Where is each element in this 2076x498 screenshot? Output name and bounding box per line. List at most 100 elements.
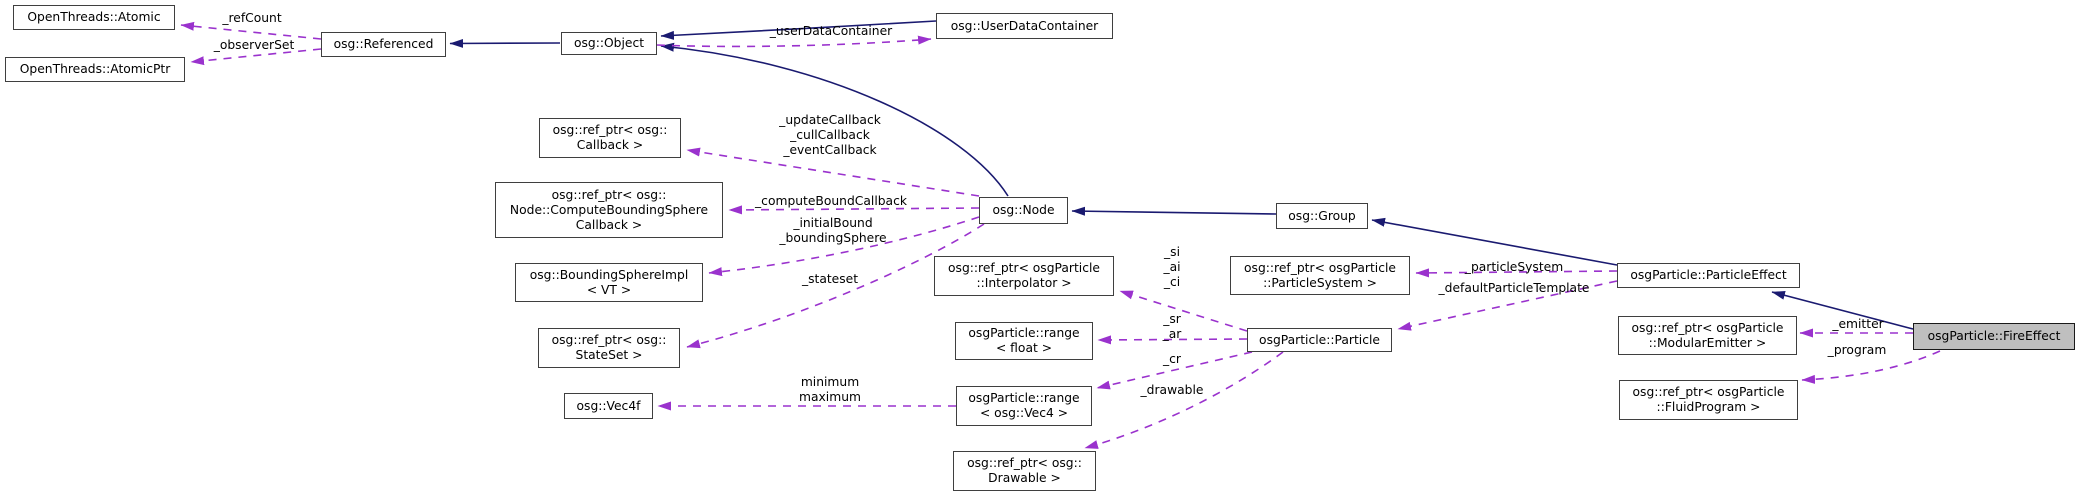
class-node-label: ::ModularEmitter > [1648,335,1767,350]
inheritance-edge-object-referenced [449,38,561,48]
class-node-label: ::ParticleSystem > [1263,275,1377,290]
edge-label-refcount: _refCount [222,11,281,26]
member-name: _particleSystem [1464,260,1564,274]
class-node-label: OpenThreads::Atomic [27,10,161,24]
class-node-range-vec4[interactable]: osgParticle::range < osg::Vec4 > [956,386,1092,426]
class-node-osgparticle-particle[interactable]: osgParticle::Particle [1247,328,1392,352]
class-node-label: osg::Node [992,203,1055,217]
class-node-label: < VT > [586,282,632,297]
member-name: _boundingSphere [779,231,887,245]
usage-edge-particlesystem [1415,268,1618,278]
usage-edge-bounds [708,216,980,277]
edge-label-node-callbacks: _updateCallback _cullCallback _eventCall… [779,113,881,158]
class-node-osg-vec4f[interactable]: osg::Vec4f [564,393,653,419]
usage-edge-defaultparticletemplate [1397,280,1618,331]
usage-edge-node-callbacks [686,147,980,197]
class-node-refptr-interpolator[interactable]: osg::ref_ptr< osgParticle ::Interpolator… [934,256,1114,296]
class-node-label: osg::ref_ptr< osgParticle [1631,320,1784,335]
class-node-label: ::Interpolator > [976,276,1072,290]
member-name: _ai [1163,260,1181,274]
member-name: _observerSet [213,38,295,52]
inheritance-edge-node-object [660,42,1009,197]
class-node-label: osgParticle::FireEffect [1927,329,2061,343]
edge-label-defaultparticletemplate: _defaultParticleTemplate [1439,281,1590,296]
class-node-label: osg::ref_ptr< osg:: [551,187,667,202]
class-node-osg-node[interactable]: osg::Node [979,197,1068,224]
class-node-label: osg::ref_ptr< osgParticle [1244,260,1396,275]
member-name: _drawable [1140,383,1204,397]
class-node-label: osgParticle::Particle [1259,332,1380,347]
member-name: _initialBound [793,216,873,230]
inheritance-edge-group-node [1071,206,1277,216]
member-name: _ci [1163,275,1181,289]
class-node-label: osg::Object [573,36,645,50]
class-node-label: osg::Group [1288,208,1356,223]
class-node-osg-referenced[interactable]: osg::Referenced [321,32,446,57]
class-node-osg-userdatacontainer[interactable]: osg::UserDataContainer [936,13,1113,39]
class-node-label: Callback > [576,138,644,152]
edge-label-program: _program [1828,343,1887,358]
member-name: _stateset [801,272,859,286]
class-node-label: osg::ref_ptr< osgParticle [948,261,1100,275]
usage-edge-drawable [1084,351,1284,449]
class-node-osgparticle-particleeffect[interactable]: osgParticle::ParticleEffect [1617,263,1800,288]
inheritance-edge-fireeffect-particleeffect [1771,290,1914,330]
class-node-label: Node::ComputeBoundingSphere [509,202,709,217]
class-node-refptr-modularemitter[interactable]: osg::ref_ptr< osgParticle ::ModularEmitt… [1618,316,1797,355]
inheritance-edge-userdatacontainer-object [660,20,937,40]
member-name: _eventCallback [783,143,877,157]
edge-label-bounds: _initialBound _boundingSphere [779,216,886,246]
class-node-label: < osg::Vec4 > [979,406,1069,420]
edge-label-cr: _cr [1163,352,1181,367]
class-node-range-float[interactable]: osgParticle::range < float > [955,322,1093,360]
class-node-label: osg::Referenced [333,37,434,51]
class-node-refptr-stateset[interactable]: osg::ref_ptr< osg:: StateSet > [538,328,680,368]
member-name: _computeBoundCallback [755,194,907,208]
edge-label-userdatacontainer: _userDataContainer [770,24,892,39]
class-node-refptr-callback[interactable]: osg::ref_ptr< osg:: Callback > [539,118,681,158]
member-name: _defaultParticleTemplate [1438,281,1590,295]
class-node-label: ::FluidProgram > [1656,400,1761,414]
member-name: _si [1164,245,1180,259]
class-node-osg-object[interactable]: osg::Object [561,32,657,55]
edge-label-observerset: _observerSet [214,38,295,53]
member-name: _emitter [1832,317,1884,331]
usage-edge-float-ranges [1097,335,1248,345]
usage-edge-stateset [686,223,985,349]
class-node-openthreads-atomic[interactable]: OpenThreads::Atomic [13,5,175,30]
inheritance-edge-particleeffect-group [1371,217,1618,266]
class-node-label: osgParticle::range [968,326,1080,340]
edge-label-stateset: _stateset [802,272,858,287]
class-node-osg-boundingsphereimpl[interactable]: osg::BoundingSphereImpl < VT > [515,263,703,302]
usage-edge-userdatacontainer [656,35,932,48]
class-node-refptr-particlesystem[interactable]: osg::ref_ptr< osgParticle ::ParticleSyst… [1230,256,1410,295]
usage-edge-computeboundcallback [728,205,980,215]
class-node-label: osgParticle::range [968,391,1080,405]
member-name: maximum [799,390,861,404]
member-name: _updateCallback [779,113,881,127]
member-name: _sr [1163,312,1181,326]
class-node-osgparticle-fireeffect-focus: osgParticle::FireEffect [1913,323,2075,350]
class-node-label: Drawable > [988,471,1061,485]
member-name: _cr [1163,352,1181,366]
class-node-label: StateSet > [575,348,643,362]
member-name: _userDataContainer [769,24,893,38]
class-node-label: osg::ref_ptr< osg:: [551,333,667,347]
member-name: _refCount [222,11,282,25]
class-node-refptr-fluidprogram[interactable]: osg::ref_ptr< osgParticle ::FluidProgram… [1619,380,1798,420]
usage-edge-observerset [190,48,322,66]
edge-label-si-ai-ci: _si _ai _ci [1163,245,1180,290]
member-name: _program [1827,343,1887,357]
usage-edge-refcount [180,21,322,40]
class-node-label: osg::ref_ptr< osg:: [967,456,1082,470]
class-node-refptr-drawable[interactable]: osg::ref_ptr< osg:: Drawable > [953,451,1096,491]
class-node-osg-group[interactable]: osg::Group [1276,203,1368,229]
class-node-openthreads-atomicptr[interactable]: OpenThreads::AtomicPtr [5,57,185,82]
edge-label-particlesystem: _particleSystem [1465,260,1563,275]
edge-label-drawable: _drawable [1141,383,1204,398]
usage-edge-interpolators [1119,290,1248,332]
member-name: minimum [800,375,860,389]
class-node-refptr-computeboundingspherecallback[interactable]: osg::ref_ptr< osg:: Node::ComputeBoundin… [495,182,723,238]
